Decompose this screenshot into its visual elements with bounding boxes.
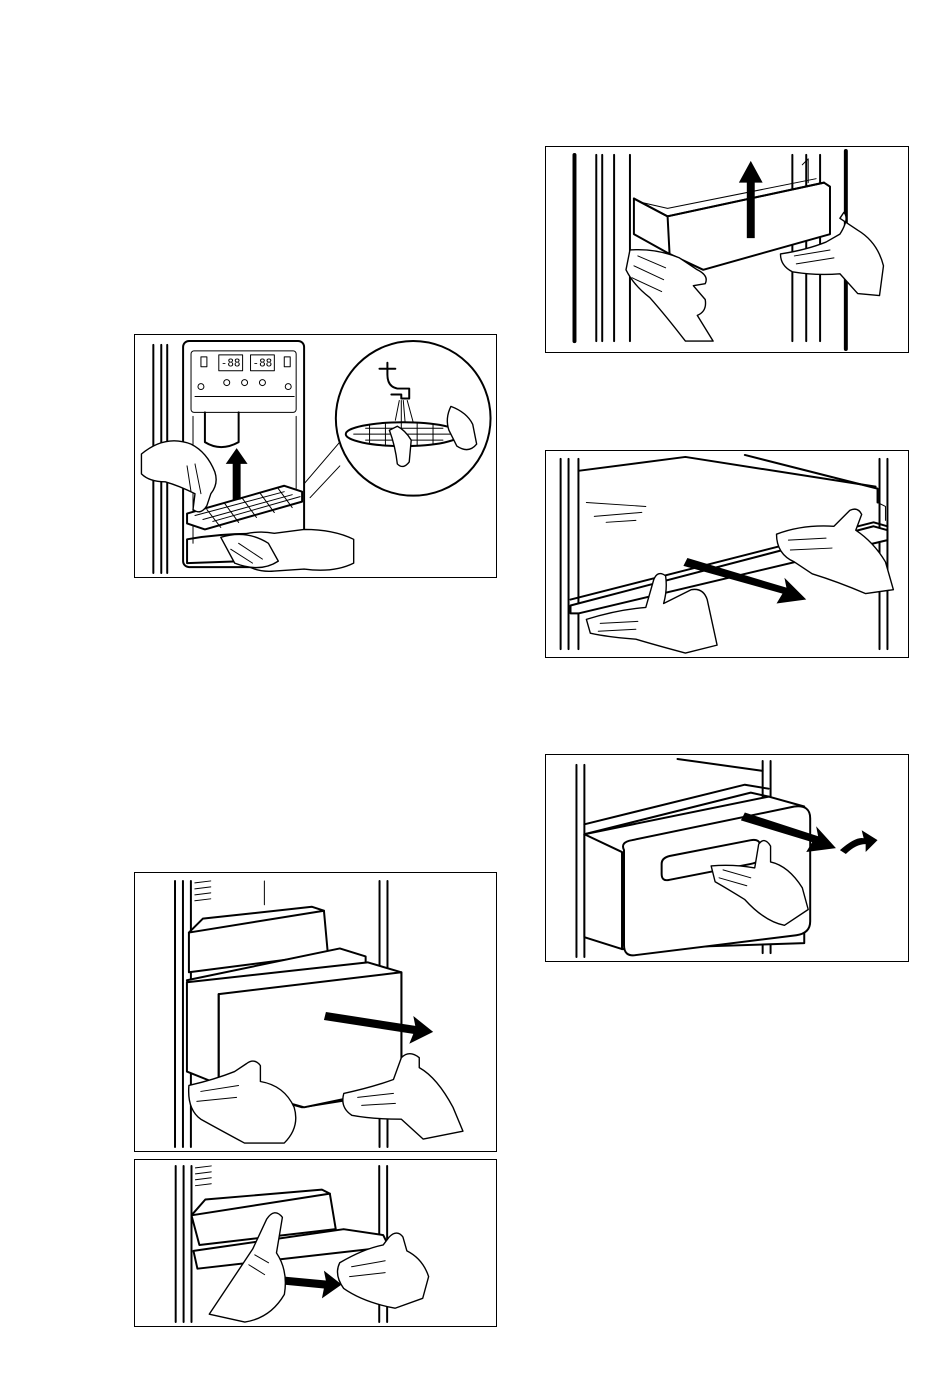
- figure-freezer-tray-pull: [134, 1159, 497, 1327]
- crisper-drawer-illustration: [546, 755, 908, 961]
- door-bin-illustration: [546, 147, 908, 352]
- freezer-tray-illustration: [135, 1160, 496, 1326]
- figure-freezer-drawer-pull: [134, 872, 497, 1152]
- glass-shelf-illustration: [546, 451, 908, 657]
- dispenser-illustration: -88 -88: [135, 335, 496, 577]
- display-digits-right: -88: [253, 357, 273, 370]
- figure-glass-shelf-pull: [545, 450, 909, 658]
- display-digits-left: -88: [221, 357, 241, 370]
- figure-crisper-drawer-pull: [545, 754, 909, 962]
- freezer-drawer-illustration: [135, 873, 496, 1151]
- figure-door-bin-lift: [545, 146, 909, 353]
- figure-dispenser-drip-tray: -88 -88: [134, 334, 497, 578]
